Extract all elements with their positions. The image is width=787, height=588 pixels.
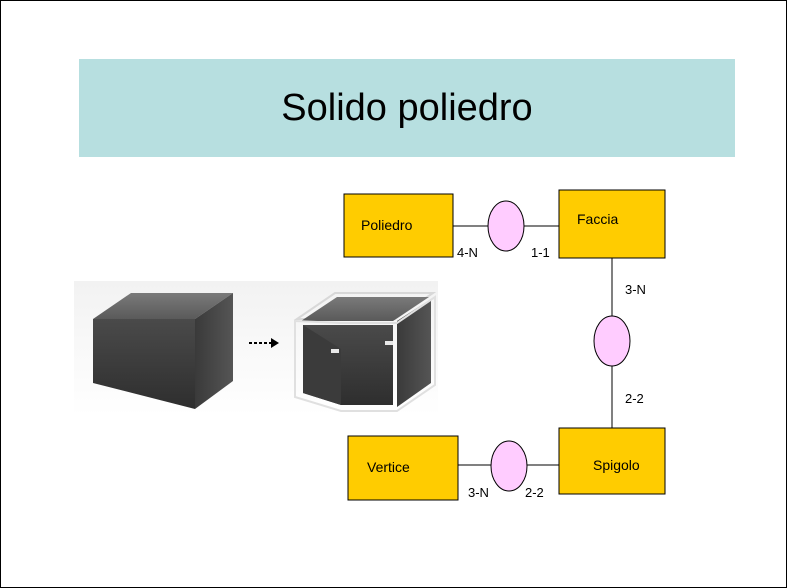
entity-vertice-label: Vertice	[367, 459, 410, 475]
slide-title: Solido poliedro	[281, 86, 533, 129]
entity-poliedro: Poliedro	[343, 193, 454, 258]
connector-lines	[453, 225, 613, 466]
entity-poliedro-label: Poliedro	[361, 217, 413, 233]
cardinality-poliedro: 4-N	[457, 245, 478, 260]
cardinality-spigolo-vertical: 2-2	[625, 391, 644, 406]
relationship-faccia-spigolo	[593, 315, 631, 367]
relationship-vertice-spigolo	[490, 440, 528, 492]
entity-spigolo-label: Spigolo	[593, 457, 640, 473]
entity-faccia: Faccia	[558, 189, 666, 259]
cardinality-faccia-vertical: 3-N	[625, 282, 646, 297]
entity-vertice: Vertice	[347, 435, 459, 501]
entity-faccia-label: Faccia	[577, 211, 618, 227]
cardinality-spigolo-bottom: 2-2	[525, 485, 544, 500]
dotted-right-arrow-icon	[249, 338, 279, 348]
entity-spigolo: Spigolo	[558, 427, 666, 495]
cardinality-vertice: 3-N	[468, 485, 489, 500]
relationship-poliedro-faccia	[487, 200, 525, 252]
solid-box-image	[93, 293, 233, 409]
title-band: Solido poliedro	[79, 59, 735, 157]
exploded-polyhedron-image	[293, 292, 437, 412]
cardinality-faccia-top: 1-1	[531, 245, 550, 260]
